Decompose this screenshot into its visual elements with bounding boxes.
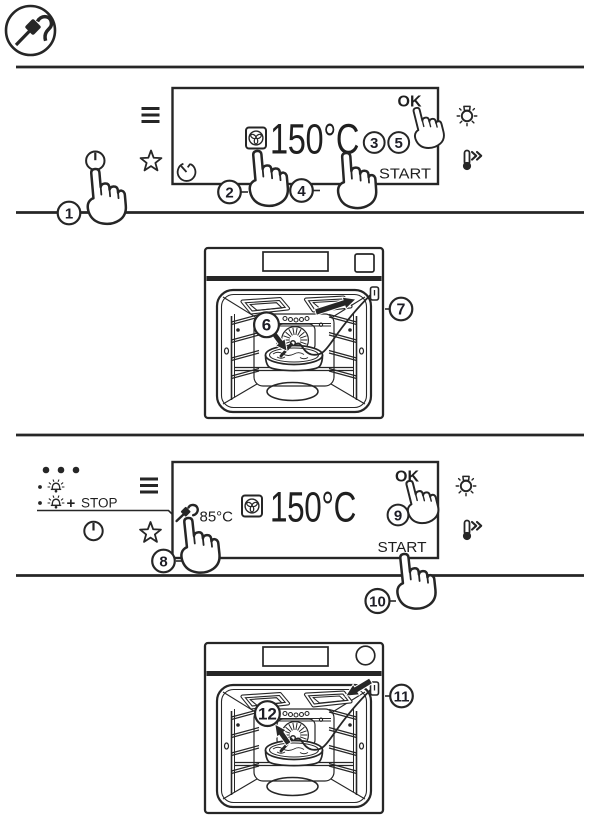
step-11-badge: 11 bbox=[389, 683, 414, 709]
status-dots bbox=[42, 466, 80, 474]
step-2-badge: 2 bbox=[217, 179, 242, 205]
hamburger-menu-icon-2[interactable] bbox=[138, 477, 160, 494]
hand-cursor-power bbox=[84, 167, 127, 226]
oven-light-icon bbox=[456, 105, 478, 127]
probe-temperature-value[interactable]: 85°C bbox=[200, 509, 234, 526]
step-10-badge: 10 bbox=[364, 587, 391, 615]
step-5-badge: 5 bbox=[387, 131, 411, 154]
step-5-number: 5 bbox=[395, 135, 403, 152]
alarm-bell-icon-1 bbox=[47, 479, 65, 494]
oven-knob-round bbox=[355, 645, 376, 666]
step-row-3: + STOP 85°C 150°C OK START 8 bbox=[37, 460, 483, 615]
food-probe-icon bbox=[14, 14, 54, 47]
start-button-1[interactable]: START bbox=[379, 167, 431, 183]
probe-remove-arrow bbox=[274, 723, 292, 747]
probe-icon-small[interactable] bbox=[175, 503, 199, 523]
step-connectors-1 bbox=[241, 189, 320, 193]
step-10-number: 10 bbox=[369, 593, 386, 610]
legend-leader-line bbox=[37, 509, 177, 518]
step-12-number: 12 bbox=[258, 704, 277, 723]
step-2-number: 2 bbox=[225, 184, 233, 201]
ok-button-1[interactable]: OK bbox=[398, 94, 422, 111]
legend-dot-1 bbox=[38, 485, 42, 489]
oven-button-square bbox=[354, 253, 375, 273]
step-9-number: 9 bbox=[394, 507, 402, 524]
oven-illustration-2 bbox=[203, 641, 385, 815]
step-7-badge: 7 bbox=[388, 296, 414, 322]
fast-preheat-icon bbox=[461, 149, 483, 172]
step-1-number: 1 bbox=[65, 205, 73, 222]
plus-sign: + bbox=[67, 495, 76, 512]
power-icon-2[interactable] bbox=[83, 520, 104, 542]
step-connectors-3 bbox=[176, 560, 396, 602]
step-9-badge: 9 bbox=[386, 503, 410, 527]
step-12-badge: 12 bbox=[253, 700, 281, 728]
step-8-badge: 8 bbox=[151, 548, 176, 574]
step-row-1: 150°C OK START 1 2 3 5 bbox=[56, 86, 483, 226]
step-4-badge: 4 bbox=[289, 178, 314, 203]
step-3-number: 3 bbox=[370, 135, 378, 152]
step-6-badge: 6 bbox=[253, 311, 280, 339]
step-11-number: 11 bbox=[394, 688, 410, 705]
food-probe-badge bbox=[4, 4, 57, 57]
step-6-number: 6 bbox=[262, 316, 271, 335]
stop-label: STOP bbox=[81, 496, 118, 511]
ok-button-2[interactable]: OK bbox=[395, 469, 419, 486]
plug-in-arrow bbox=[313, 296, 358, 316]
step-3-badge: 3 bbox=[362, 131, 386, 154]
step-1-badge: 1 bbox=[56, 200, 82, 226]
step-7-number: 7 bbox=[397, 301, 406, 318]
oven-illustration-1 bbox=[203, 246, 385, 420]
oven-light-icon-2 bbox=[455, 475, 477, 497]
alarm-bell-icon-2 bbox=[47, 495, 65, 510]
step-8-number: 8 bbox=[159, 553, 167, 570]
power-icon[interactable] bbox=[85, 150, 106, 171]
fast-preheat-icon-2 bbox=[461, 519, 483, 542]
temperature-value-2[interactable]: 150°C bbox=[270, 484, 357, 532]
star-icon[interactable] bbox=[139, 149, 163, 172]
legend-dot-2 bbox=[38, 501, 42, 505]
start-button-2[interactable]: START bbox=[378, 540, 427, 556]
hamburger-menu-icon[interactable] bbox=[140, 107, 161, 123]
star-icon-2[interactable] bbox=[139, 521, 162, 543]
unplug-arrow bbox=[344, 677, 374, 697]
hand-cursor-start bbox=[393, 551, 437, 610]
step-4-number: 4 bbox=[297, 183, 306, 200]
